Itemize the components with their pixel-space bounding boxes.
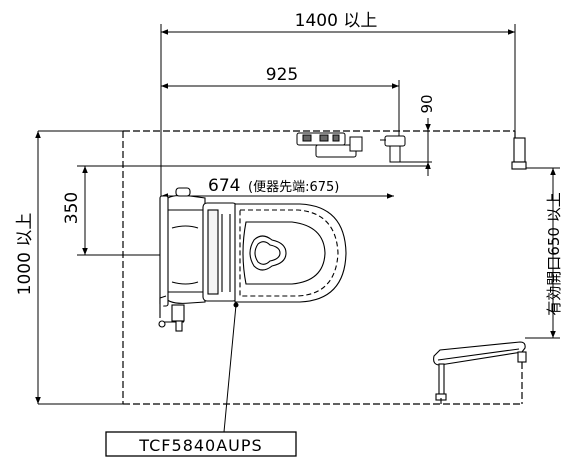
model-label: TCF5840AUPS: [138, 436, 262, 455]
dim-room-depth: 1000 以上: [15, 213, 35, 296]
toilet-fixture: [158, 187, 347, 332]
dim-bowl-length: 674: [208, 176, 240, 196]
model-leader: [223, 302, 239, 433]
dim-total-width: 1400 以上: [295, 11, 378, 31]
door-frame-top: [511, 137, 527, 170]
wall-remote-holder: [296, 132, 406, 163]
dimension-lines: [35, 29, 556, 404]
dim-tank-height: 350: [62, 192, 82, 224]
dim-backplate-gap: 90: [418, 94, 436, 113]
dim-fixture-offset: 925: [266, 65, 298, 85]
model-label-box: [105, 431, 297, 457]
dim-door-opening: 有効開口650 以上: [545, 192, 563, 315]
dim-bowl-tip-note: (便器先端:675): [248, 180, 339, 195]
handrail: [433, 341, 527, 404]
